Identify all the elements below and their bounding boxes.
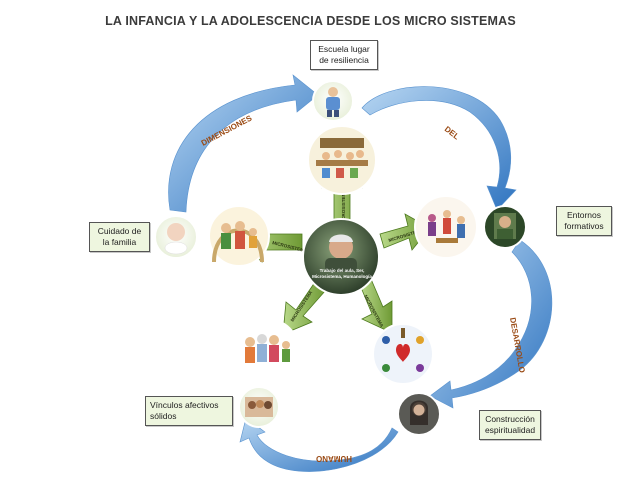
box-cuidado: Cuidado de la familia [89, 222, 150, 252]
large-circle-family [208, 205, 270, 267]
label-del: DEL [443, 124, 461, 141]
cycle-arrow-del [361, 86, 517, 211]
green-arrow-down-left [282, 281, 327, 335]
box-entornos: Entornos formativos [556, 206, 612, 236]
box-construccion: Construcción espiritualidad [479, 410, 541, 440]
box-vinculos: Vínculos afectivos sólidos [145, 396, 233, 426]
small-circle-boy [312, 80, 354, 122]
large-circle-community [414, 195, 478, 259]
large-circle-religion [372, 323, 434, 385]
cycle-arrows [168, 74, 553, 472]
cycle-arrow-humano [239, 417, 399, 472]
small-circle-man [483, 205, 527, 249]
label-microsistema-up: MICROSISTEMA [341, 189, 346, 225]
page-title: LA INFANCIA Y LA ADOLESCENCIA DESDE LOS … [105, 14, 516, 28]
cycle-arrow-dimensiones [168, 74, 319, 213]
large-circle-classroom [307, 125, 377, 195]
center-caption: Trabajo del aula, Ser, Microsistema, Hum… [312, 268, 372, 279]
label-humano: HUMANO [316, 454, 352, 463]
large-circle-elderly-family [234, 318, 300, 384]
green-arrow-down-right [359, 278, 393, 334]
cycle-arrow-desarrollo [429, 239, 553, 409]
small-circle-girls [238, 386, 280, 428]
center-circle-photo [302, 218, 380, 296]
box-escuela: Escuela lugar de resiliencia [310, 40, 378, 70]
small-circle-baby [154, 215, 198, 259]
small-circle-woman [397, 392, 441, 436]
